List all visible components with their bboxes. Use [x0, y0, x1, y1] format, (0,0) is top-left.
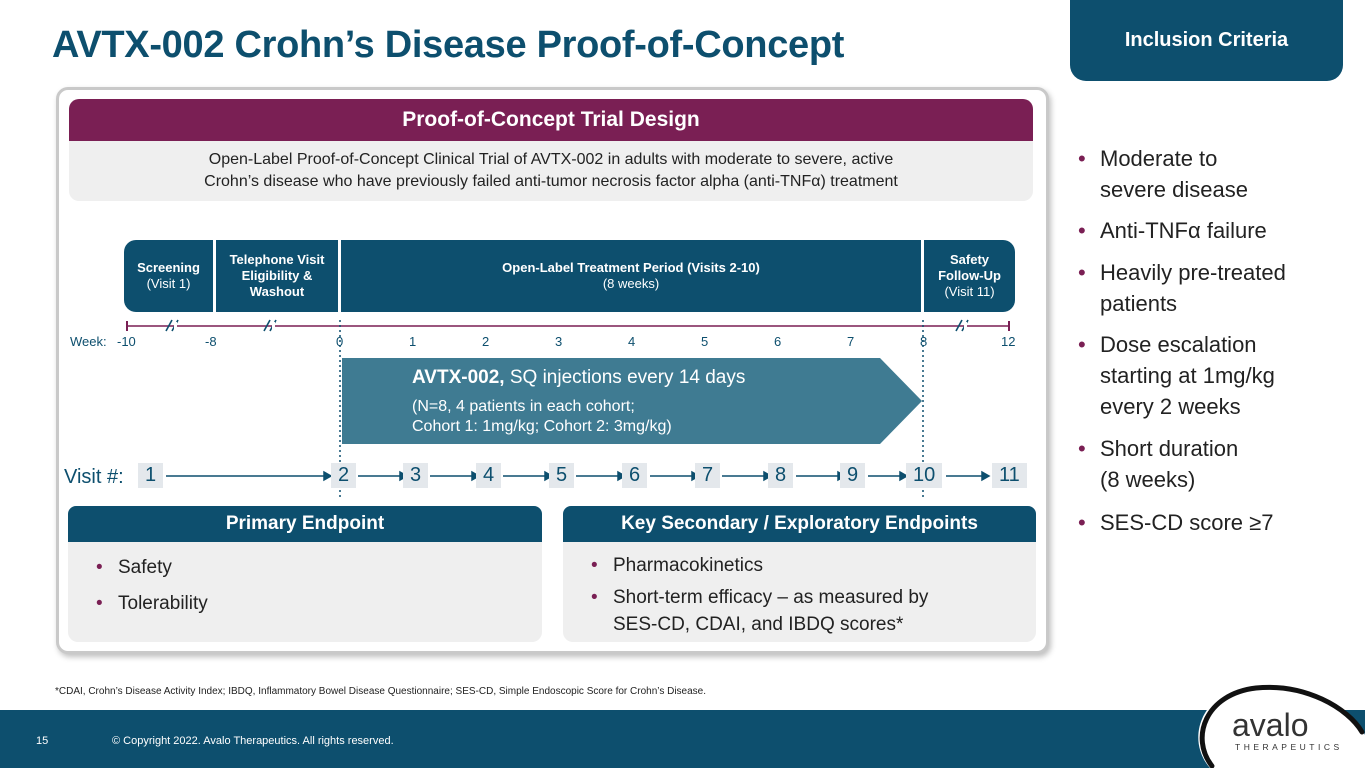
footnote: *CDAI, Crohn’s Disease Activity Index; I…: [55, 686, 707, 697]
week-tick-label: 1: [409, 334, 417, 349]
phase-open-label-treatment: Open-Label Treatment Period (Visits 2-10…: [341, 240, 921, 312]
criteria-item: •Anti-TNFα failure: [1078, 218, 1267, 243]
visit-number: 4: [476, 463, 502, 488]
phase-screening: Screening (Visit 1): [124, 240, 213, 312]
week-tick-label: 5: [701, 334, 709, 349]
week-tick-label: 0: [336, 334, 344, 349]
criteria-text: Dose escalation: [1100, 332, 1257, 357]
secondary-endpoint-body: Pharmacokinetics Short-term efficacy – a…: [563, 542, 1036, 642]
trial-design-header: Proof-of-Concept Trial Design: [69, 99, 1033, 141]
trial-design-description: Open-Label Proof-of-Concept Clinical Tri…: [69, 141, 1033, 201]
week-tick-label: 2: [482, 334, 490, 349]
week-label: Week:: [70, 334, 107, 349]
criteria-text: severe disease: [1100, 177, 1248, 202]
phase-name: Washout: [249, 284, 305, 299]
visit-number: 1: [138, 463, 164, 488]
page-title: AVTX-002 Crohn’s Disease Proof-of-Concep…: [52, 24, 845, 66]
dosing-arrow: [342, 358, 922, 444]
visit-connectors: [166, 470, 991, 482]
criteria-text: (8 weeks): [1100, 467, 1196, 492]
phase-sub: (Visit 1): [146, 276, 191, 291]
criteria-text: SES-CD score ≥7: [1100, 510, 1274, 535]
week-tick-label: -8: [205, 334, 217, 349]
visit-number: 3: [403, 463, 429, 488]
secondary-endpoint-item: Pharmacokinetics: [591, 552, 1036, 579]
drug-cohort-line: Cohort 1: 1mg/kg; Cohort 2: 3mg/kg): [412, 418, 672, 435]
logo-subtitle: THERAPEUTICS: [1235, 742, 1343, 752]
logo-wordmark: avalo: [1232, 707, 1309, 743]
page-number: 15: [36, 735, 49, 747]
drug-schedule: SQ injections every 14 days: [504, 367, 746, 388]
week-tick-label: 12: [1001, 334, 1016, 349]
criteria-text: Moderate to: [1100, 146, 1218, 171]
drug-cohort-line: (N=8, 4 patients in each cohort;: [412, 398, 635, 415]
phase-name: Telephone Visit: [229, 252, 325, 267]
secondary-endpoint-header: Key Secondary / Exploratory Endpoints: [563, 506, 1036, 542]
phase-name: Follow-Up: [938, 268, 1001, 283]
week-tick-label: 7: [847, 334, 855, 349]
primary-endpoint-item: Tolerability: [96, 586, 542, 622]
secondary-endpoint-text: SES-CD, CDAI, and IBDQ scores*: [613, 614, 904, 635]
criteria-text: Heavily pre-treated: [1100, 260, 1286, 285]
visit-number: 2: [331, 463, 357, 488]
phase-name: Safety: [949, 252, 990, 267]
criteria-text: patients: [1100, 291, 1178, 316]
drug-title: AVTX-002, SQ injections every 14 days: [412, 367, 745, 389]
visit-number: 8: [768, 463, 794, 488]
phase-sub: (8 weeks): [602, 276, 660, 291]
visit-number: 6: [622, 463, 648, 488]
week-tick-label: 3: [555, 334, 563, 349]
phase-name: Eligibility &: [241, 268, 313, 283]
criteria-text: Anti-TNFα failure: [1100, 218, 1267, 243]
week-tick-label: 8: [920, 334, 928, 349]
copyright: © Copyright 2022. Avalo Therapeutics. Al…: [112, 735, 394, 747]
primary-endpoint-body: Safety Tolerability: [68, 542, 542, 642]
avalo-logo: avalo THERAPEUTICS: [1198, 684, 1365, 768]
visit-label: Visit #:: [64, 466, 124, 488]
phase-telephone-visit: Telephone Visit Eligibility & Washout: [216, 240, 338, 312]
description-line: Open-Label Proof-of-Concept Clinical Tri…: [208, 151, 894, 168]
visit-number: 7: [695, 463, 721, 488]
visit-number: 11: [992, 463, 1027, 488]
week-tick-label: -10: [117, 334, 136, 349]
phase-name: Open-Label Treatment Period (Visits 2-10…: [502, 260, 760, 275]
footer-bar: [0, 710, 1365, 768]
phase-sub: (Visit 11): [944, 284, 995, 299]
criteria-item: •Short duration(8 weeks): [1078, 436, 1239, 492]
criteria-text: Short duration: [1100, 436, 1239, 461]
description-line: Crohn’s disease who have previously fail…: [204, 173, 898, 190]
criteria-item: •SES-CD score ≥7: [1078, 510, 1274, 535]
visit-number: 9: [840, 463, 866, 488]
visit-number: 10: [906, 463, 943, 488]
inclusion-criteria-tab: Inclusion Criteria: [1070, 0, 1343, 81]
secondary-endpoint-text: Short-term efficacy – as measured by: [613, 587, 929, 608]
phase-name: Screening: [137, 260, 200, 275]
criteria-text: starting at 1mg/kg: [1100, 363, 1275, 388]
logo-swoosh: [1199, 684, 1365, 768]
week-tick-label: 4: [628, 334, 636, 349]
primary-endpoint-header: Primary Endpoint: [68, 506, 542, 542]
criteria-text: every 2 weeks: [1100, 394, 1241, 419]
phase-safety-follow-up: Safety Follow-Up (Visit 11): [924, 240, 1015, 312]
drug-name: AVTX-002,: [412, 367, 505, 388]
visit-number: 5: [549, 463, 575, 488]
week-tick-label: 6: [774, 334, 782, 349]
primary-endpoint-item: Safety: [96, 550, 542, 586]
secondary-endpoint-item: Short-term efficacy – as measured by SES-…: [591, 584, 1036, 638]
